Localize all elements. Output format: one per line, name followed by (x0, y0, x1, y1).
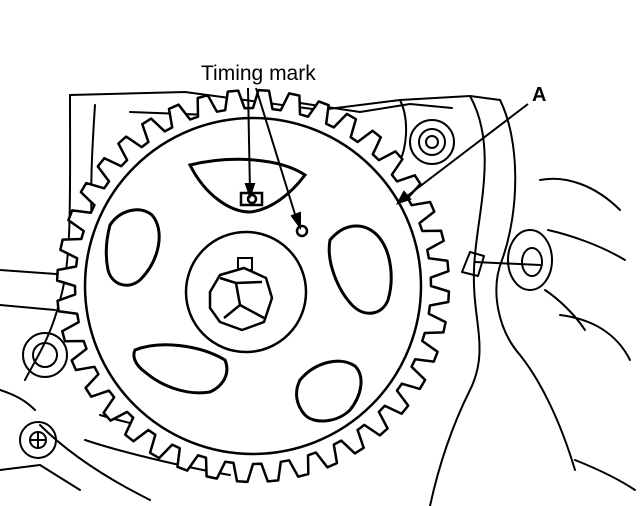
housing-cap-right (507, 229, 553, 291)
timing-mark-dot (295, 224, 309, 238)
housing-bolt-lower-left (19, 421, 57, 459)
part-a-label: A (532, 84, 547, 106)
sprocket-window-right (327, 224, 393, 315)
housing-bolt-upper-right (409, 119, 455, 165)
sprocket-window-left (104, 208, 161, 287)
housing-bolt-left (22, 332, 68, 378)
sprocket-hub (184, 230, 308, 354)
timing-mark-label: Timing mark (201, 62, 316, 85)
camshaft-sprocket (55, 88, 451, 484)
center-bolt (208, 266, 274, 332)
sprocket-window-lower-right (295, 359, 363, 423)
sprocket-window-lower-left (132, 343, 229, 395)
timing-mark-leaders (244, 87, 301, 231)
timing-mark-notch (239, 191, 264, 207)
part-a-leader (395, 103, 529, 205)
sprocket-face (83, 116, 423, 456)
